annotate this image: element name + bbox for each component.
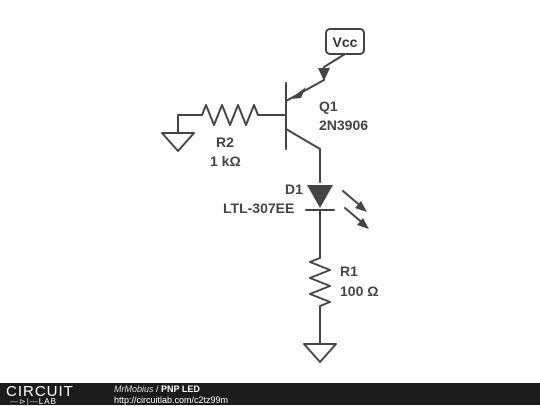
circuit-url[interactable]: http://circuitlab.com/c2tz99m	[114, 395, 229, 405]
author-link[interactable]: MrMobius	[114, 384, 154, 394]
led-arrowhead-2	[357, 218, 369, 229]
vcc-label: Vcc	[333, 34, 358, 50]
d1-diode-triangle	[307, 185, 333, 208]
footer-bar: CIRCUIT —⊳|—LAB MrMobius / PNP LED http:…	[0, 383, 540, 406]
ground-r2	[161, 132, 195, 152]
logo-lab-text: LAB	[38, 397, 57, 406]
r1-value: 100 Ω	[340, 283, 378, 299]
circuitlab-logo[interactable]: CIRCUIT —⊳|—LAB	[6, 383, 96, 406]
r1-ref: R1	[340, 263, 358, 279]
vcc-wire	[323, 53, 346, 80]
r2-ref: R2	[216, 134, 234, 150]
q1-collector	[285, 128, 321, 183]
circuit-title[interactable]: PNP LED	[161, 384, 200, 394]
q1-part: 2N3906	[319, 117, 368, 133]
d1-part: LTL-307EE	[223, 200, 294, 216]
diode-glyph-icon: —⊳|—	[10, 397, 39, 406]
vcc-arrowhead	[318, 68, 330, 81]
r2-resistor	[177, 104, 287, 134]
led-arrowhead-1	[355, 201, 367, 212]
circuit-schematic: Vcc Q1 2N3906 R2 1 kΩ D1 LTL-307EE R1 10…	[161, 28, 378, 363]
logo-text-top: CIRCUIT	[6, 383, 74, 400]
q1-emitter-arrow	[290, 87, 306, 99]
circuit-meta: MrMobius / PNP LED http://circuitlab.com…	[114, 384, 228, 405]
ground-r1	[303, 343, 337, 363]
meta-separator: /	[153, 384, 162, 394]
r1-resistor	[309, 254, 331, 345]
d1-ref: D1	[285, 181, 303, 197]
logo-text-bottom: —⊳|—LAB	[10, 398, 57, 406]
q1-ref: Q1	[319, 98, 338, 114]
r2-value: 1 kΩ	[210, 153, 241, 169]
